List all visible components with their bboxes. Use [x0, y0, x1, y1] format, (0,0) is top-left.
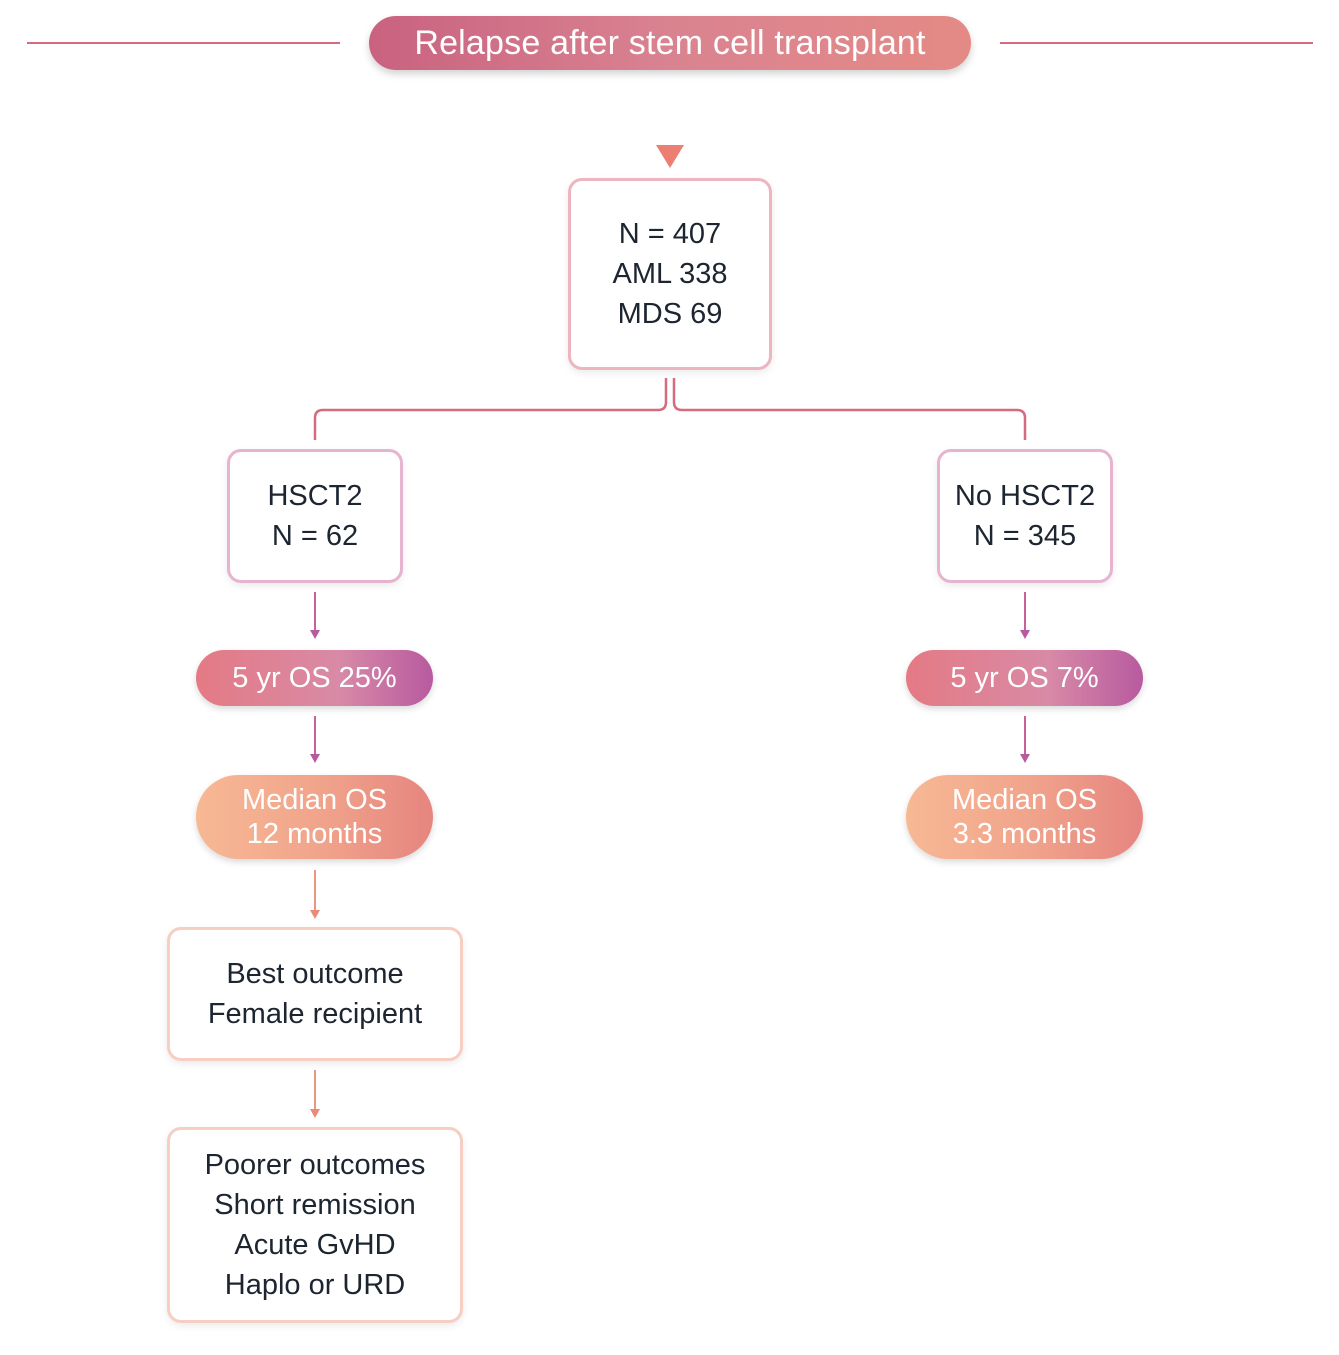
hsct2-count: N = 62 — [271, 520, 359, 552]
no-hsct2-median-os-pill: Median OS 3.3 months — [906, 775, 1143, 859]
best-outcome-box: Best outcome Female recipient — [167, 927, 463, 1061]
branch-fork — [313, 378, 1027, 440]
arrow-os-to-median-left — [310, 716, 320, 763]
main-down-arrow — [656, 77, 684, 168]
hsct2-median-os-pill: Median OS 12 months — [196, 775, 433, 859]
no-hsct2-count: N = 345 — [973, 520, 1077, 552]
poorer-factor-3: Haplo or URD — [224, 1269, 406, 1301]
no-hsct2-5yr-os: 5 yr OS 7% — [950, 661, 1099, 694]
arrow-best-to-poorer — [310, 1070, 320, 1118]
hsct2-5yr-os: 5 yr OS 25% — [232, 661, 397, 694]
hsct2-median-value: 12 months — [246, 818, 383, 850]
poorer-outcomes-title: Poorer outcomes — [204, 1149, 426, 1181]
no-hsct2-5yr-os-pill: 5 yr OS 7% — [906, 650, 1143, 706]
arrow-nohsct2-to-os — [1020, 592, 1030, 639]
poorer-outcomes-box: Poorer outcomes Short remission Acute Gv… — [167, 1127, 463, 1323]
root-cohort-box: N = 407 AML 338 MDS 69 — [568, 178, 772, 370]
title-right-rule — [1000, 42, 1313, 44]
hsct2-5yr-os-pill: 5 yr OS 25% — [196, 650, 433, 706]
title-text: Relapse after stem cell transplant — [414, 23, 926, 62]
root-aml: AML 338 — [612, 258, 728, 290]
no-hsct2-median-value: 3.3 months — [952, 818, 1097, 850]
hsct2-label: HSCT2 — [267, 480, 363, 512]
title-pill: Relapse after stem cell transplant — [369, 16, 971, 70]
arrow-median-to-best — [310, 870, 320, 919]
best-outcome-title: Best outcome — [226, 958, 404, 990]
poorer-factor-2: Acute GvHD — [234, 1229, 396, 1261]
no-hsct2-label: No HSCT2 — [954, 480, 1096, 512]
hsct2-box: HSCT2 N = 62 — [227, 449, 403, 583]
no-hsct2-median-label: Median OS — [951, 784, 1098, 816]
title-left-rule — [27, 42, 340, 44]
root-mds: MDS 69 — [617, 298, 723, 330]
best-outcome-detail: Female recipient — [207, 998, 423, 1030]
poorer-factor-1: Short remission — [214, 1189, 416, 1221]
root-total: N = 407 — [618, 218, 722, 250]
arrow-hsct2-to-os — [310, 592, 320, 639]
arrow-os-to-median-right — [1020, 716, 1030, 763]
hsct2-median-label: Median OS — [241, 784, 388, 816]
no-hsct2-box: No HSCT2 N = 345 — [937, 449, 1113, 583]
